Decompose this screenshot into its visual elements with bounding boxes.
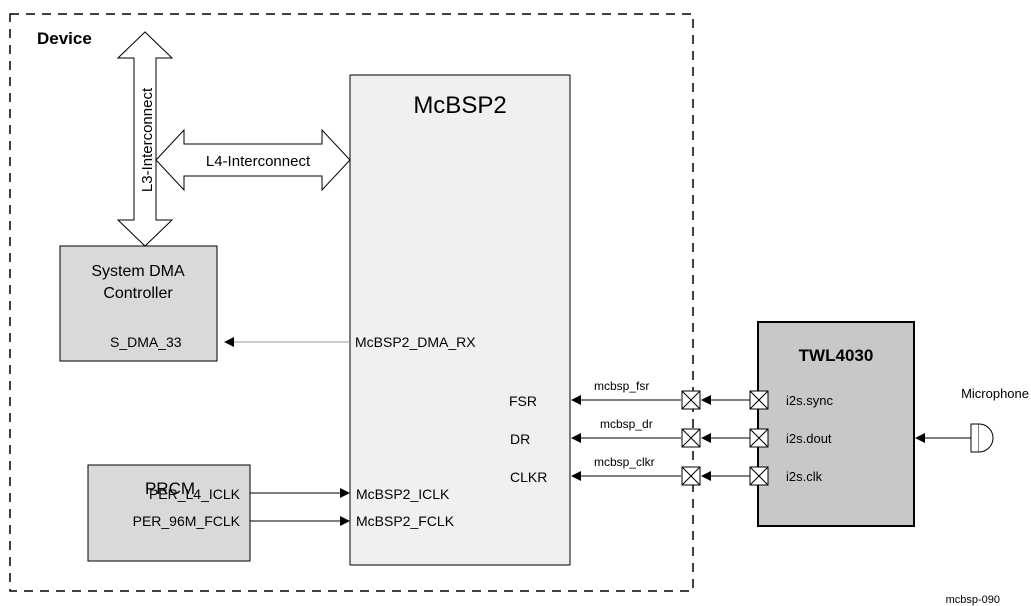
twl-clk-label: i2s.clk xyxy=(786,469,823,484)
device-boundary xyxy=(9,13,694,592)
system-dma-title-line2: Controller xyxy=(103,285,173,302)
mcbsp2-dr-label: DR xyxy=(510,431,530,447)
microphone-icon xyxy=(970,423,994,453)
microphone-label: Microphone xyxy=(961,386,1029,401)
figure-id: mcbsp-090 xyxy=(946,594,1000,606)
prcm-title: PRCM xyxy=(145,479,195,498)
signal-fsr-label: mcbsp_fsr xyxy=(594,379,649,393)
dma-request-arrowhead xyxy=(224,337,234,347)
prcm-block xyxy=(87,464,251,562)
mcbsp2-fsr-label: FSR xyxy=(509,393,537,409)
l3-interconnect-label: L3-Interconnect xyxy=(139,87,156,192)
signal-clkr-label: mcbsp_clkr xyxy=(594,455,655,469)
twl-pin-sync xyxy=(749,390,769,410)
twl4030-block xyxy=(757,321,915,527)
mcbsp2-dma-rx-label: McBSP2_DMA_RX xyxy=(355,334,476,350)
system-dma-title-line1: System DMA xyxy=(91,263,185,280)
system-dma-block xyxy=(59,245,218,362)
system-dma-port-label: S_DMA_33 xyxy=(110,334,182,350)
mcbsp2-fclk-label: McBSP2_FCLK xyxy=(356,513,455,529)
signal-dr-label: mcbsp_dr xyxy=(600,417,653,431)
twl-sync-label: i2s.sync xyxy=(786,393,833,408)
device-label: Device xyxy=(37,29,92,48)
twl-dout-label: i2s.dout xyxy=(786,431,832,446)
device-pin-fsr xyxy=(681,390,701,410)
l4-interconnect-label: L4-Interconnect xyxy=(206,153,311,170)
l4-interconnect-arrow xyxy=(155,128,351,192)
device-pin-clkr xyxy=(681,466,701,486)
device-pin-dr xyxy=(681,428,701,448)
twl4030-title: TWL4030 xyxy=(799,346,874,365)
mcbsp2-clkr-label: CLKR xyxy=(510,469,547,485)
mcbsp2-title: McBSP2 xyxy=(413,92,506,119)
twl-pin-clk xyxy=(749,466,769,486)
prcm-fclk-label: PER_96M_FCLK xyxy=(133,513,241,529)
twl-pin-dout xyxy=(749,428,769,448)
prcm-iclk-label: PER_L4_ICLK xyxy=(149,486,241,502)
mcbsp2-block xyxy=(349,74,571,566)
mcbsp2-iclk-label: McBSP2_ICLK xyxy=(356,486,450,502)
